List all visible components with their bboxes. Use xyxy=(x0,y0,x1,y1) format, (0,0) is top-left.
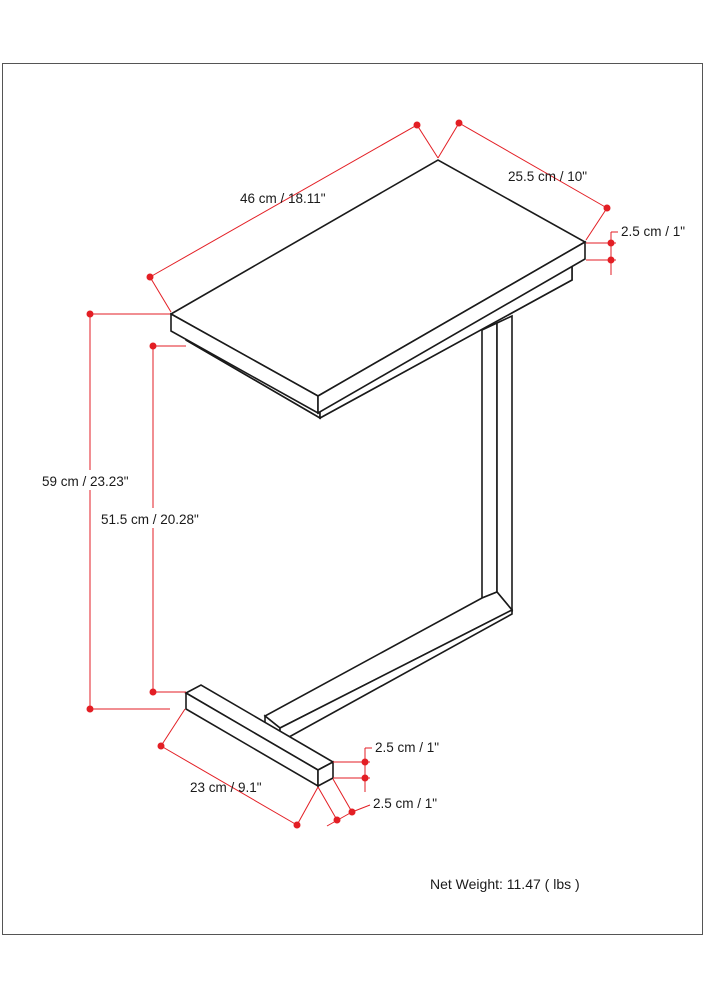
base-depth-label: 2.5 cm / 1" xyxy=(373,796,437,811)
base-height-label: 2.5 cm / 1" xyxy=(375,740,439,755)
bottom-bar xyxy=(263,591,514,744)
total-height-label: 59 cm / 23.23" xyxy=(42,474,129,489)
top-length-label: 46 cm / 18.11" xyxy=(240,191,326,206)
clearance-height-label: 51.5 cm / 20.28" xyxy=(101,512,199,527)
dim-base-depth: 2.5 cm / 1" xyxy=(317,778,437,827)
net-weight-label: Net Weight: 11.47 ( lbs ) xyxy=(430,876,580,892)
dim-dot xyxy=(146,273,154,281)
diagram-frame xyxy=(2,63,703,935)
base-width-label: 23 cm / 9.1" xyxy=(190,780,262,795)
table-top xyxy=(169,159,587,415)
dim-dot xyxy=(149,688,157,696)
dim-top-thickness: 2.5 cm / 1" xyxy=(586,224,685,275)
dim-dot xyxy=(413,121,421,129)
dim-dot xyxy=(607,256,615,264)
base-foot xyxy=(184,684,335,788)
top-thickness-label: 2.5 cm / 1" xyxy=(621,224,685,239)
dim-dot xyxy=(86,705,94,713)
dim-dot xyxy=(603,204,611,212)
dim-top-length: 46 cm / 18.11" xyxy=(146,121,439,313)
dim-dot xyxy=(455,119,463,127)
c-table-drawing xyxy=(169,159,587,788)
dim-base-width: 23 cm / 9.1" xyxy=(157,708,319,829)
dim-dot xyxy=(333,816,341,824)
dim-clearance-height: 51.5 cm / 20.28" xyxy=(98,342,210,696)
dim-dot xyxy=(348,808,356,816)
dim-dot xyxy=(607,239,615,247)
dim-top-depth: 25.5 cm / 10" xyxy=(437,119,611,241)
dim-dot xyxy=(86,310,94,318)
dim-dot xyxy=(293,821,301,829)
dim-total-height: 59 cm / 23.23" xyxy=(40,310,170,713)
dim-base-height: 2.5 cm / 1" xyxy=(333,740,439,792)
upright-post xyxy=(481,314,513,613)
top-depth-label: 25.5 cm / 10" xyxy=(508,169,587,184)
dim-dot xyxy=(157,742,165,750)
dim-dot xyxy=(149,342,157,350)
dim-dot xyxy=(361,758,369,766)
dim-dot xyxy=(361,774,369,782)
dimension-annotations: 46 cm / 18.11" 25.5 cm / 10" 2.5 cm / 1" xyxy=(40,119,685,829)
